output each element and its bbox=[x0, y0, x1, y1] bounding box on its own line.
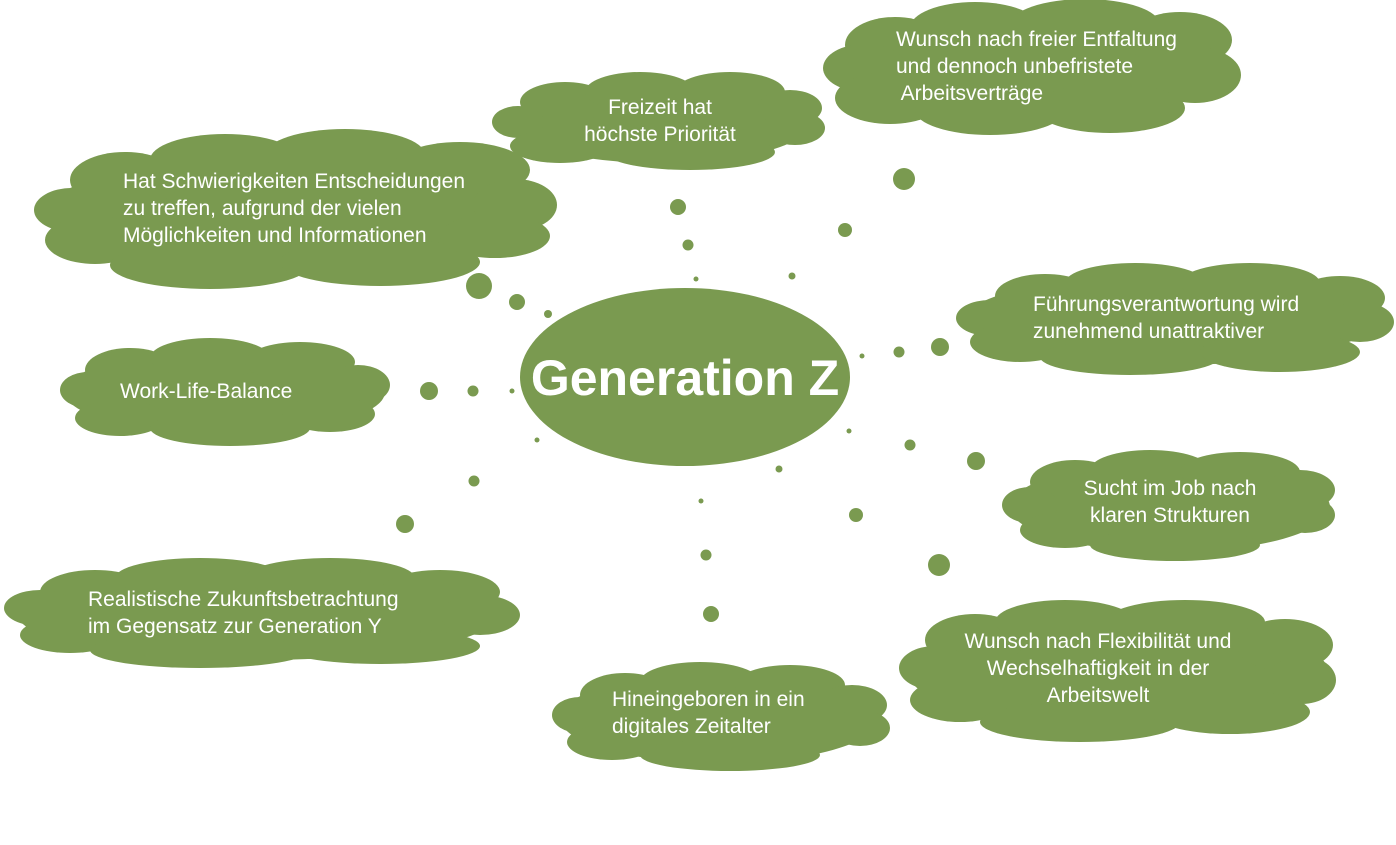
cloud-shape-fuehrung bbox=[956, 263, 1394, 375]
cloud-text-line: Führungsverantwortung wird bbox=[1033, 293, 1300, 316]
connector-dot bbox=[904, 439, 916, 451]
cloud-text-line: Hat Schwierigkeiten Entscheidungen bbox=[123, 170, 466, 193]
cloud-text-line: Wechselhaftigkeit in der bbox=[986, 657, 1210, 680]
cloud-text-line: zunehmend unattraktiver bbox=[1033, 320, 1265, 343]
connector-dot bbox=[467, 385, 479, 397]
cloud-text-line: im Gegensatz zur Generation Y bbox=[88, 615, 382, 638]
cloud-label-zukunft: Realistische Zukunftsbetrachtung im Gege… bbox=[88, 586, 399, 640]
cloud-label-strukturen: Sucht im Job nach klaren Strukturen bbox=[1060, 475, 1280, 529]
cloud-label-fuehrung: Führungsverantwortung wird zunehmend una… bbox=[1033, 291, 1299, 345]
cloud-label-entfaltung: Wunsch nach freier Entfaltung und dennoc… bbox=[896, 26, 1177, 107]
connector-dots bbox=[396, 168, 985, 622]
cloud-label-digital: Hineingeboren in ein digitales Zeitalter bbox=[612, 686, 805, 740]
connector-dot bbox=[928, 554, 950, 576]
connector-dot bbox=[468, 475, 480, 487]
cloud-text-line: digitales Zeitalter bbox=[612, 715, 771, 738]
cloud-text-line: Arbeitswelt bbox=[1046, 684, 1150, 707]
connector-dot bbox=[693, 276, 699, 282]
connector-dot bbox=[703, 606, 719, 622]
connector-dot bbox=[846, 428, 852, 434]
connector-dot bbox=[682, 239, 694, 251]
cloud-text-line: Wunsch nach freier Entfaltung bbox=[896, 28, 1177, 51]
connector-dot bbox=[849, 508, 863, 522]
cloud-label-worklife: Work-Life-Balance bbox=[120, 378, 292, 405]
cloud-text-line: und dennoch unbefristete bbox=[896, 55, 1134, 78]
connector-dot bbox=[859, 353, 865, 359]
center-title: Generation Z bbox=[530, 350, 840, 406]
connector-dot bbox=[509, 294, 525, 310]
connector-dot bbox=[466, 273, 492, 299]
cloud-text-line: Arbeitsverträge bbox=[896, 82, 1044, 105]
connector-dot bbox=[396, 515, 414, 533]
cloud-shape-flexibilitaet bbox=[899, 600, 1336, 742]
connector-dot bbox=[838, 223, 852, 237]
cloud-text-line: Möglichkeiten und Informationen bbox=[123, 224, 427, 247]
cloud-shape-zukunft bbox=[4, 558, 520, 668]
cloud-text-line: höchste Priorität bbox=[584, 123, 736, 146]
cloud-text-line: Freizeit hat bbox=[608, 96, 712, 119]
cloud-label-flexibilitaet: Wunsch nach Flexibilität und Wechselhaft… bbox=[938, 628, 1258, 709]
connector-dot bbox=[670, 199, 686, 215]
connector-dot bbox=[893, 168, 915, 190]
cloud-text-line: Wunsch nach Flexibilität und bbox=[964, 630, 1232, 653]
cloud-text-line: Realistische Zukunftsbetrachtung bbox=[88, 588, 399, 611]
cloud-text-line: Sucht im Job nach bbox=[1083, 477, 1257, 500]
connector-dot bbox=[775, 465, 783, 473]
connector-dot bbox=[544, 310, 552, 318]
connector-dot bbox=[700, 549, 712, 561]
connector-dot bbox=[509, 388, 515, 394]
cloud-shape-freizeit bbox=[492, 72, 825, 170]
connector-dot bbox=[967, 452, 985, 470]
cloud-text-line: Hineingeboren in ein bbox=[612, 688, 805, 711]
connector-dot bbox=[698, 498, 704, 504]
cloud-shape-worklife bbox=[60, 338, 390, 446]
cloud-shape-digital bbox=[552, 662, 890, 771]
connector-dot bbox=[893, 346, 905, 358]
connector-dot bbox=[788, 272, 796, 280]
cloud-label-freizeit: Freizeit hat höchste Priorität bbox=[530, 94, 790, 148]
cloud-text-line: klaren Strukturen bbox=[1090, 504, 1250, 527]
cloud-text-line: Work-Life-Balance bbox=[120, 380, 293, 403]
cloud-shape-entfaltung bbox=[823, 0, 1241, 135]
cloud-text-line: zu treffen, aufgrund der vielen bbox=[123, 197, 402, 220]
connector-dot bbox=[931, 338, 949, 356]
cloud-label-entscheidungen: Hat Schwierigkeiten Entscheidungen zu tr… bbox=[123, 168, 465, 249]
center-ellipse bbox=[520, 288, 850, 466]
cloud-shape-strukturen bbox=[1002, 450, 1335, 561]
connector-dot bbox=[420, 382, 438, 400]
cloud-shape-entscheidungen bbox=[34, 129, 557, 289]
connector-dot bbox=[534, 437, 540, 443]
